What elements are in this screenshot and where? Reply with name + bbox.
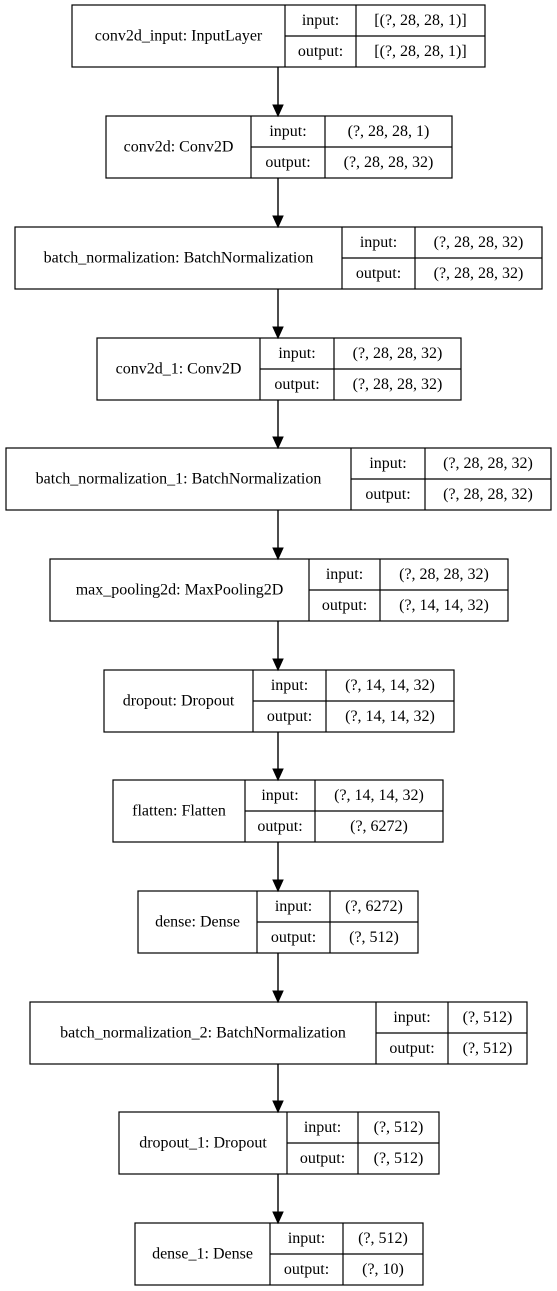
layer-name: dense_1: Dense bbox=[152, 1246, 253, 1263]
input-shape: (?, 14, 14, 32) bbox=[345, 677, 435, 694]
output-label: output: bbox=[322, 597, 367, 614]
layer-node-batch_normalization_1: batch_normalization_1: BatchNormalizatio… bbox=[5, 447, 552, 511]
input-shape: (?, 6272) bbox=[345, 898, 403, 915]
output-label: output: bbox=[298, 43, 343, 60]
output-shape: [(?, 28, 28, 1)] bbox=[374, 43, 466, 60]
input-shape: (?, 512) bbox=[463, 1009, 513, 1026]
output-shape: (?, 512) bbox=[349, 929, 399, 946]
layer-name: flatten: Flatten bbox=[132, 803, 226, 820]
edge-arrow bbox=[272, 400, 284, 450]
input-shape: [(?, 28, 28, 1)] bbox=[374, 12, 466, 29]
input-label: input: bbox=[304, 1119, 341, 1136]
output-shape: (?, 14, 14, 32) bbox=[345, 708, 435, 725]
edge-arrow bbox=[272, 67, 284, 118]
input-shape: (?, 28, 28, 32) bbox=[443, 455, 533, 472]
arrowhead-icon bbox=[272, 990, 284, 1004]
layer-node-conv2d_1: conv2d_1: Conv2D input: output: (?, 28, 28,… bbox=[96, 337, 462, 401]
output-shape: (?, 28, 28, 32) bbox=[353, 376, 443, 393]
input-label: input: bbox=[360, 234, 397, 251]
output-shape: (?, 14, 14, 32) bbox=[399, 597, 489, 614]
input-shape: (?, 512) bbox=[374, 1119, 424, 1136]
output-label: output: bbox=[267, 708, 312, 725]
input-shape: (?, 14, 14, 32) bbox=[334, 787, 424, 804]
arrowhead-icon bbox=[272, 1100, 284, 1114]
layer-node-dropout: dropout: Dropout input: output: (?, 14, 14,… bbox=[103, 669, 455, 733]
layer-name: dropout_1: Dropout bbox=[139, 1135, 267, 1152]
arrowhead-icon bbox=[272, 436, 284, 450]
layer-name: dense: Dense bbox=[155, 914, 240, 931]
output-shape: (?, 512) bbox=[374, 1150, 424, 1167]
output-shape: (?, 512) bbox=[463, 1040, 513, 1057]
input-label: input: bbox=[288, 1230, 325, 1247]
arrowhead-icon bbox=[272, 768, 284, 782]
edge-arrow bbox=[272, 953, 284, 1004]
input-label: input: bbox=[369, 455, 406, 472]
output-label: output: bbox=[300, 1150, 345, 1167]
output-label: output: bbox=[271, 929, 316, 946]
layer-node-batch_normalization: batch_normalization: BatchNormalization i… bbox=[14, 226, 543, 290]
edge-arrow bbox=[272, 842, 284, 893]
layer-node-conv2d: conv2d: Conv2D input: output: (?, 28, 28, 1… bbox=[105, 115, 453, 179]
output-label: output: bbox=[365, 486, 410, 503]
arrowhead-icon bbox=[272, 215, 284, 229]
layer-name: conv2d_input: InputLayer bbox=[95, 28, 263, 45]
arrowhead-icon bbox=[272, 104, 284, 118]
output-shape: (?, 28, 28, 32) bbox=[443, 486, 533, 503]
output-shape: (?, 28, 28, 32) bbox=[434, 265, 524, 282]
layer-node-max_pooling2d: max_pooling2d: MaxPooling2D input: output:… bbox=[49, 558, 509, 622]
layer-name: dropout: Dropout bbox=[123, 693, 235, 710]
arrowhead-icon bbox=[272, 326, 284, 340]
output-label: output: bbox=[284, 1261, 329, 1278]
output-label: output: bbox=[274, 376, 319, 393]
input-label: input: bbox=[269, 123, 306, 140]
edge-arrow bbox=[272, 1174, 284, 1225]
layer-name: conv2d_1: Conv2D bbox=[116, 361, 242, 378]
layer-name: batch_normalization: BatchNormalization bbox=[44, 250, 314, 267]
edge-arrow bbox=[272, 621, 284, 672]
layer-node-flatten: flatten: Flatten input: output: (?, 14, 14,… bbox=[112, 779, 444, 843]
input-shape: (?, 28, 28, 32) bbox=[434, 234, 524, 251]
input-label: input: bbox=[261, 787, 298, 804]
arrowhead-icon bbox=[272, 547, 284, 561]
edge-arrow bbox=[272, 289, 284, 340]
output-shape: (?, 28, 28, 32) bbox=[344, 154, 434, 171]
output-label: output: bbox=[389, 1040, 434, 1057]
input-label: input: bbox=[275, 898, 312, 915]
input-label: input: bbox=[393, 1009, 430, 1026]
layer-name: batch_normalization_2: BatchNormalizatio… bbox=[60, 1025, 346, 1042]
output-shape: (?, 6272) bbox=[350, 818, 408, 835]
layer-node-dense_1: dense_1: Dense input: output: (?, 512) (?, 1… bbox=[134, 1222, 424, 1286]
layer-node-dropout_1: dropout_1: Dropout input: output: (?, 512) (… bbox=[118, 1111, 440, 1175]
arrowhead-icon bbox=[272, 1211, 284, 1225]
layer-node-conv2d_input: conv2d_input: InputLayer input: output: [(?… bbox=[71, 4, 486, 68]
output-shape: (?, 10) bbox=[362, 1261, 404, 1278]
input-shape: (?, 28, 28, 32) bbox=[353, 345, 443, 362]
arrowhead-icon bbox=[272, 879, 284, 893]
output-label: output: bbox=[356, 265, 401, 282]
input-shape: (?, 28, 28, 1) bbox=[348, 123, 430, 140]
layer-name: max_pooling2d: MaxPooling2D bbox=[76, 582, 284, 599]
input-label: input: bbox=[278, 345, 315, 362]
edge-arrow bbox=[272, 178, 284, 229]
input-label: input: bbox=[271, 677, 308, 694]
layer-node-dense: dense: Dense input: output: (?, 6272) (?, 51… bbox=[137, 890, 419, 954]
edge-arrow bbox=[272, 510, 284, 561]
input-shape: (?, 28, 28, 32) bbox=[399, 566, 489, 583]
input-label: input: bbox=[326, 566, 363, 583]
input-label: input: bbox=[302, 12, 339, 29]
edge-arrow bbox=[272, 732, 284, 782]
output-label: output: bbox=[265, 154, 310, 171]
layer-name: conv2d: Conv2D bbox=[124, 139, 234, 156]
layer-name: batch_normalization_1: BatchNormalizatio… bbox=[36, 471, 322, 488]
layer-node-batch_normalization_2: batch_normalization_2: BatchNormalizatio… bbox=[29, 1001, 528, 1065]
edge-arrow bbox=[272, 1064, 284, 1114]
input-shape: (?, 512) bbox=[358, 1230, 408, 1247]
output-label: output: bbox=[257, 818, 302, 835]
arrowhead-icon bbox=[272, 658, 284, 672]
